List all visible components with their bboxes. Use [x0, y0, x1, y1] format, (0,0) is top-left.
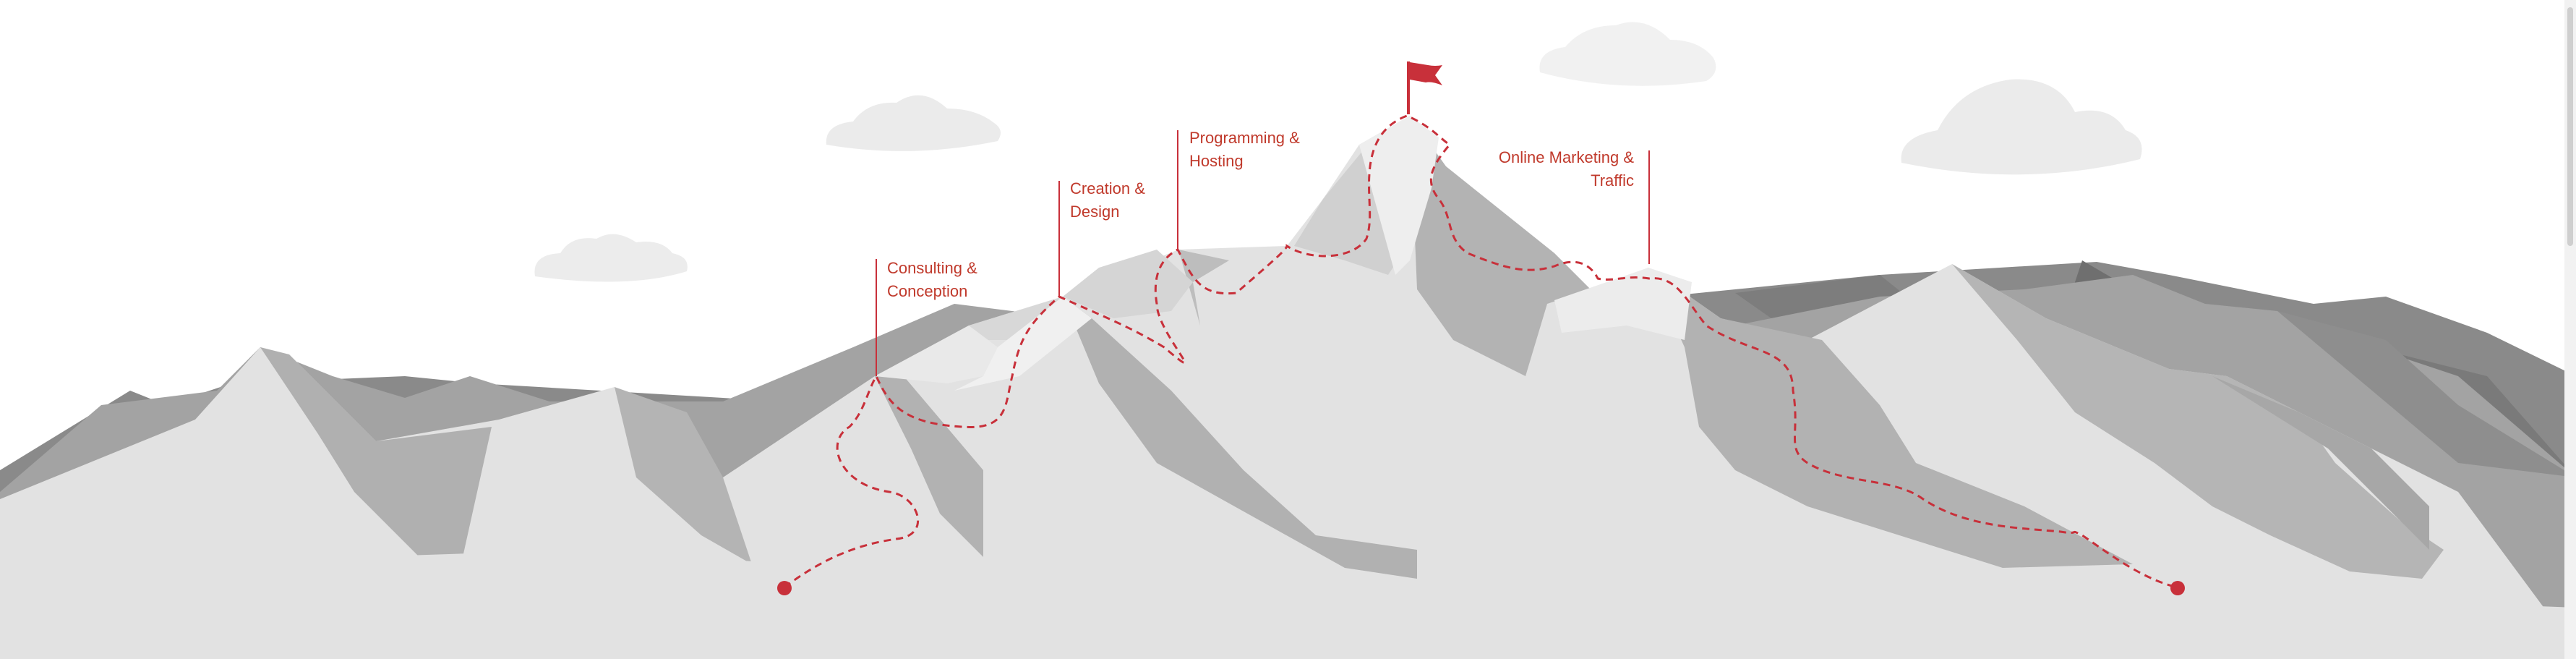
vertical-scrollbar[interactable] — [2564, 0, 2576, 659]
journey-path — [784, 114, 2178, 589]
start-dot-icon — [777, 581, 792, 595]
scrollbar-thumb[interactable] — [2567, 7, 2573, 246]
stage-label-creation: Creation & Design — [1070, 179, 1145, 221]
main-mountains — [0, 116, 2576, 659]
stage-label-programming: Programming & Hosting — [1189, 129, 1300, 170]
stage-markers — [876, 130, 1650, 376]
clouds — [534, 22, 2142, 282]
cloud — [1901, 79, 2142, 175]
end-dot-icon — [2170, 581, 2185, 595]
stage-label-marketing: Online Marketing & Traffic — [1498, 148, 1634, 190]
cloud — [534, 234, 688, 282]
cloud — [826, 95, 1001, 151]
cloud — [1539, 22, 1716, 86]
flag-icon — [1407, 61, 1442, 114]
stage-label-consulting: Consulting & Conception — [887, 259, 977, 300]
